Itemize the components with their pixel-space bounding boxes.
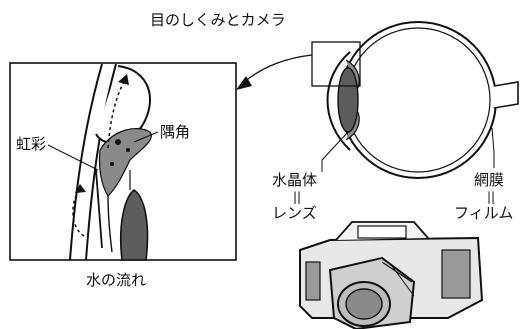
label-water-flow: 水の流れ [86, 271, 147, 289]
diagram-title: 目のしくみとカメラ [150, 11, 286, 29]
camera-illustration [299, 221, 484, 329]
magnified-angle-detail [9, 62, 237, 261]
label-retina: 網膜 [474, 171, 505, 189]
eye-cross-section [311, 21, 519, 179]
label-angle: 隅角 [160, 123, 191, 141]
label-retina-equivalent: フィルム [454, 204, 514, 222]
equals-sign-retina: || [487, 190, 496, 204]
label-lens: 水晶体 [272, 171, 318, 189]
equals-sign-lens: || [293, 190, 302, 204]
label-iris: 虹彩 [16, 135, 47, 153]
label-lens-equivalent: レンズ [272, 204, 317, 222]
magnify-arrow [243, 54, 313, 83]
